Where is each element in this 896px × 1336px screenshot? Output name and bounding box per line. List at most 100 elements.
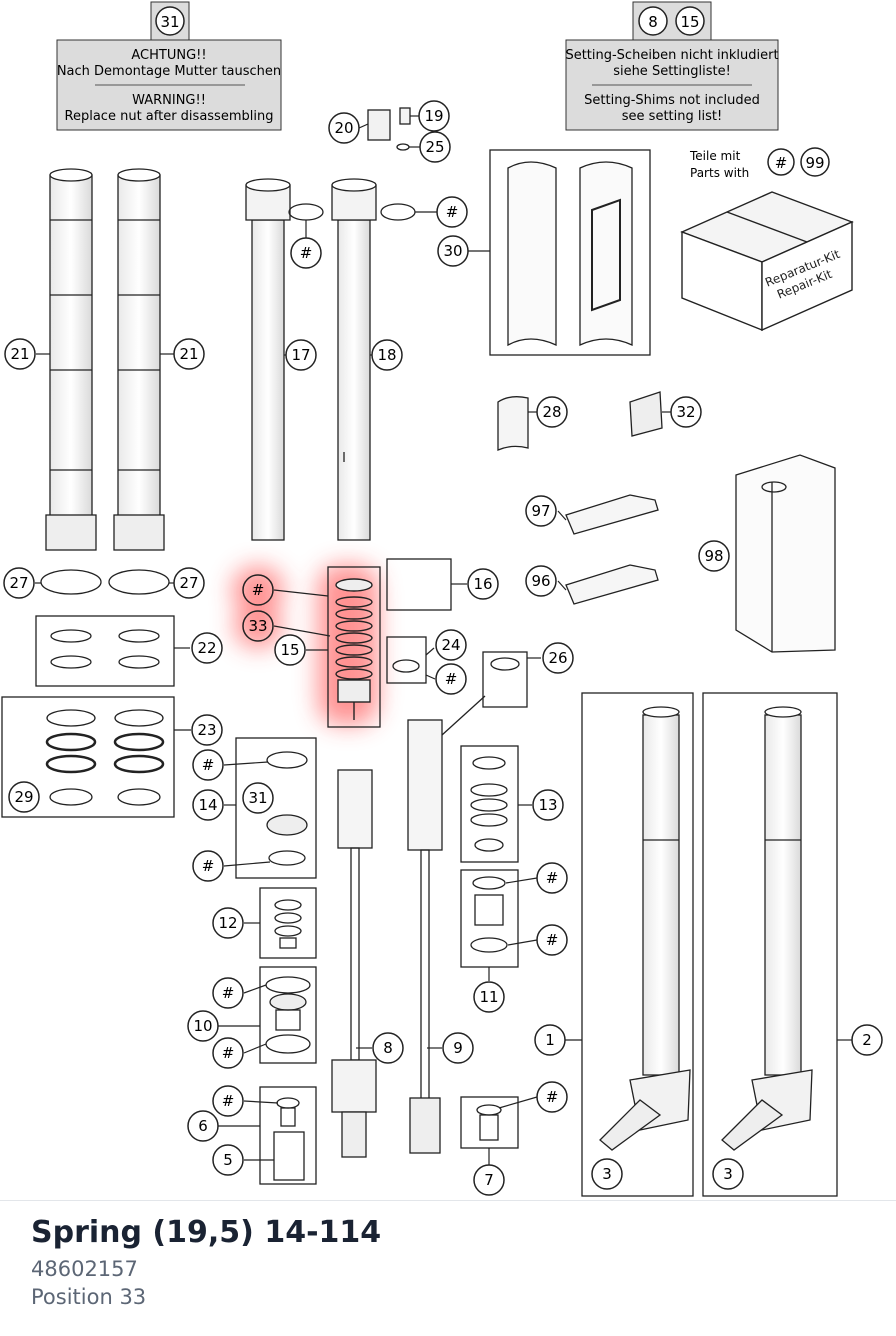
callout-hash-label: # <box>446 203 459 221</box>
parts-line-art <box>1 107 838 1197</box>
callout-33-highlighted[interactable]: 33 <box>242 610 274 642</box>
callout-25[interactable]: 25 <box>419 131 451 163</box>
callout-16-label: 16 <box>473 575 492 593</box>
callout-hash-label: # <box>445 670 458 688</box>
callout-3-label: 3 <box>602 1165 612 1183</box>
callout-97[interactable]: 97 <box>525 495 557 527</box>
callout-18-label: 18 <box>377 346 396 364</box>
callout-hash[interactable]: # <box>212 1085 244 1117</box>
callout-7-label: 7 <box>484 1171 494 1189</box>
inner-tube-17 <box>245 178 291 541</box>
callout-16[interactable]: 16 <box>467 568 499 600</box>
callout-32-label: 32 <box>676 403 695 421</box>
callout-hash-label: # <box>202 857 215 875</box>
callout-3[interactable]: 3 <box>591 1158 623 1190</box>
callout-10-label: 10 <box>193 1017 212 1035</box>
callout-30-label: 30 <box>443 242 462 260</box>
warning-note: 31 ACHTUNG!! Nach Demontage Mutter tausc… <box>56 1 282 131</box>
callout-hash[interactable]: # <box>536 862 568 894</box>
callout-hash[interactable]: # <box>436 196 468 228</box>
setting-note: 8 15 Setting-Scheiben nicht inkludiert s… <box>565 1 779 131</box>
callout-13-label: 13 <box>538 796 557 814</box>
callout-23-label: 23 <box>197 721 216 739</box>
callout-24-label: 24 <box>441 636 460 654</box>
setting-de-line2: siehe Settingliste! <box>613 64 731 79</box>
callout-30[interactable]: 30 <box>437 235 469 267</box>
callout-7[interactable]: 7 <box>473 1164 505 1196</box>
callout-27[interactable]: 27 <box>173 567 205 599</box>
callout-5-label: 5 <box>223 1151 233 1169</box>
parts-with-callout: 99 <box>805 154 824 172</box>
callout-8[interactable]: 8 <box>372 1032 404 1064</box>
outer-tube-21-left <box>45 168 97 551</box>
callout-21-label: 21 <box>10 345 29 363</box>
callout-26[interactable]: 26 <box>542 642 574 674</box>
callout-31[interactable]: 31 <box>242 782 274 814</box>
callout-31-label: 31 <box>248 789 267 807</box>
callout-12[interactable]: 12 <box>212 907 244 939</box>
callout-hash-label: # <box>546 931 559 949</box>
callout-11-label: 11 <box>479 988 498 1006</box>
callout-20[interactable]: 20 <box>328 112 360 144</box>
callout-32[interactable]: 32 <box>670 396 702 428</box>
warning-callout: 31 <box>160 13 179 31</box>
repair-kit-box: Reparatur-Kit Repair-Kit <box>680 191 854 332</box>
callout-98-label: 98 <box>704 547 723 565</box>
callout-5[interactable]: 5 <box>212 1144 244 1176</box>
callout-1[interactable]: 1 <box>534 1024 566 1056</box>
callout-96-label: 96 <box>531 572 550 590</box>
callout-hash[interactable]: # <box>192 850 224 882</box>
callout-1-label: 1 <box>545 1031 555 1049</box>
callout-21[interactable]: 21 <box>173 338 205 370</box>
callout-10[interactable]: 10 <box>187 1010 219 1042</box>
callout-14[interactable]: 14 <box>192 789 224 821</box>
inner-tube-18 <box>331 178 377 541</box>
callout-hash[interactable]: # <box>290 237 322 269</box>
callout-hash-highlighted[interactable]: # <box>242 574 274 606</box>
callout-13[interactable]: 13 <box>532 789 564 821</box>
callout-29[interactable]: 29 <box>8 781 40 813</box>
callout-hash[interactable]: # <box>212 977 244 1009</box>
callout-hash[interactable]: # <box>536 924 568 956</box>
callout-12-label: 12 <box>218 914 237 932</box>
parts-with-en: Parts with <box>690 166 749 180</box>
product-title: Spring (19,5) 14-114 <box>31 1215 382 1250</box>
callout-hash[interactable]: # <box>212 1037 244 1069</box>
callout-26-label: 26 <box>548 649 567 667</box>
setting-callout-15: 15 <box>680 13 699 31</box>
callout-98[interactable]: 98 <box>698 540 730 572</box>
callout-18[interactable]: 18 <box>371 339 403 371</box>
callout-hash-label: # <box>222 984 235 1002</box>
callout-hash-label: # <box>222 1092 235 1110</box>
callout-hash[interactable]: # <box>192 749 224 781</box>
callout-6[interactable]: 6 <box>187 1110 219 1142</box>
callout-97-label: 97 <box>531 502 550 520</box>
callout-21[interactable]: 21 <box>4 338 36 370</box>
callout-27[interactable]: 27 <box>3 567 35 599</box>
callout-17[interactable]: 17 <box>285 339 317 371</box>
callout-28-label: 28 <box>542 403 561 421</box>
callout-3[interactable]: 3 <box>712 1158 744 1190</box>
callout-hash[interactable]: # <box>536 1081 568 1113</box>
callout-22[interactable]: 22 <box>191 632 223 664</box>
parts-with-de: Teile mit <box>689 149 741 163</box>
callout-28[interactable]: 28 <box>536 396 568 428</box>
warning-de-title: ACHTUNG!! <box>131 48 206 63</box>
callout-29-label: 29 <box>14 788 33 806</box>
warning-en-title: WARNING!! <box>132 93 206 108</box>
exploded-parts-diagram: 31 ACHTUNG!! Nach Demontage Mutter tausc… <box>1 1 883 1197</box>
callout-23[interactable]: 23 <box>191 714 223 746</box>
callout-27-label: 27 <box>9 574 28 592</box>
callout-24[interactable]: 24 <box>435 629 467 661</box>
callout-14-label: 14 <box>198 796 217 814</box>
callout-2[interactable]: 2 <box>851 1024 883 1056</box>
callout-2-label: 2 <box>862 1031 872 1049</box>
callout-96[interactable]: 96 <box>525 565 557 597</box>
callout-6-label: 6 <box>198 1117 208 1135</box>
callout-11[interactable]: 11 <box>473 981 505 1013</box>
parts-with-legend: Teile mit Parts with # 99 <box>689 147 830 180</box>
callout-hash[interactable]: # <box>435 663 467 695</box>
callout-9[interactable]: 9 <box>442 1032 474 1064</box>
callout-15[interactable]: 15 <box>274 634 306 666</box>
callout-19[interactable]: 19 <box>418 100 450 132</box>
